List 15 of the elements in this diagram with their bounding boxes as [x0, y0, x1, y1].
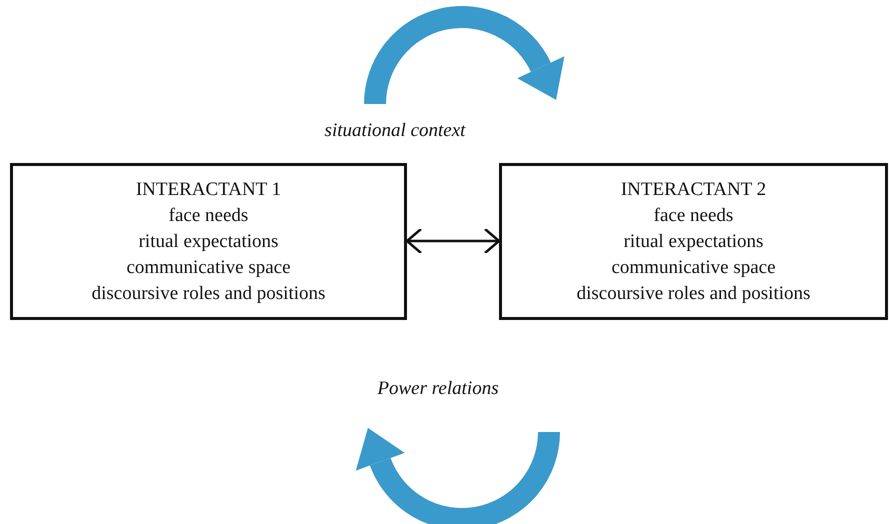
- double-arrow: [406, 228, 500, 254]
- box-text: discoursive roles and positions: [576, 282, 810, 306]
- box-text: communicative space: [611, 256, 776, 280]
- process-box: [499, 163, 888, 320]
- box-text: face needs: [168, 204, 248, 228]
- context-label: situational context: [324, 120, 466, 142]
- box-text: face needs: [654, 204, 734, 228]
- box-heading: INTERACTANT 1: [136, 178, 282, 202]
- context-label: Power relations: [377, 378, 499, 400]
- box-text: discoursive roles and positions: [92, 282, 326, 306]
- box-heading: INTERACTANT 2: [620, 178, 766, 202]
- process-box: [10, 163, 407, 320]
- box-text: ritual expectations: [138, 230, 278, 254]
- box-text: communicative space: [126, 256, 291, 280]
- box-text: ritual expectations: [624, 230, 764, 254]
